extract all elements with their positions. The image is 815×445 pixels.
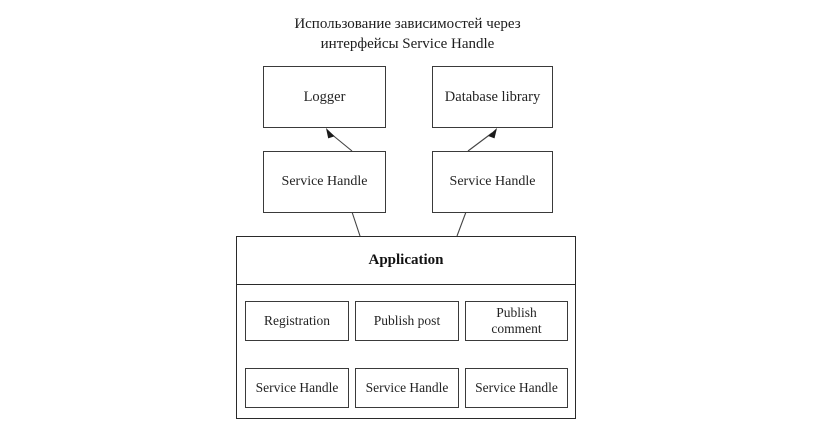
node-service-handle-publish-post[interactable]: Service Handle (355, 368, 459, 408)
node-service-handle-database[interactable]: Service Handle (432, 151, 553, 213)
node-service-handle-registration[interactable]: Service Handle (245, 368, 349, 408)
node-publish-post[interactable]: Publish post (355, 301, 459, 341)
node-publish-comment[interactable]: Publish comment (465, 301, 568, 341)
node-logger[interactable]: Logger (263, 66, 386, 128)
edge-application-to-service-handle-database (456, 211, 467, 237)
edge-service-handle-database-to-database-library (467, 128, 497, 152)
edge-application-to-service-handle-logger (351, 211, 361, 237)
application-label: Application (237, 237, 575, 285)
diagram-title: Использование зависимостей через интерфе… (294, 16, 521, 53)
node-registration[interactable]: Registration (245, 301, 349, 341)
edge-service-handle-logger-to-logger (326, 128, 353, 152)
node-database-library[interactable]: Database library (432, 66, 553, 128)
node-service-handle-publish-comment[interactable]: Service Handle (465, 368, 568, 408)
node-service-handle-logger[interactable]: Service Handle (263, 151, 386, 213)
